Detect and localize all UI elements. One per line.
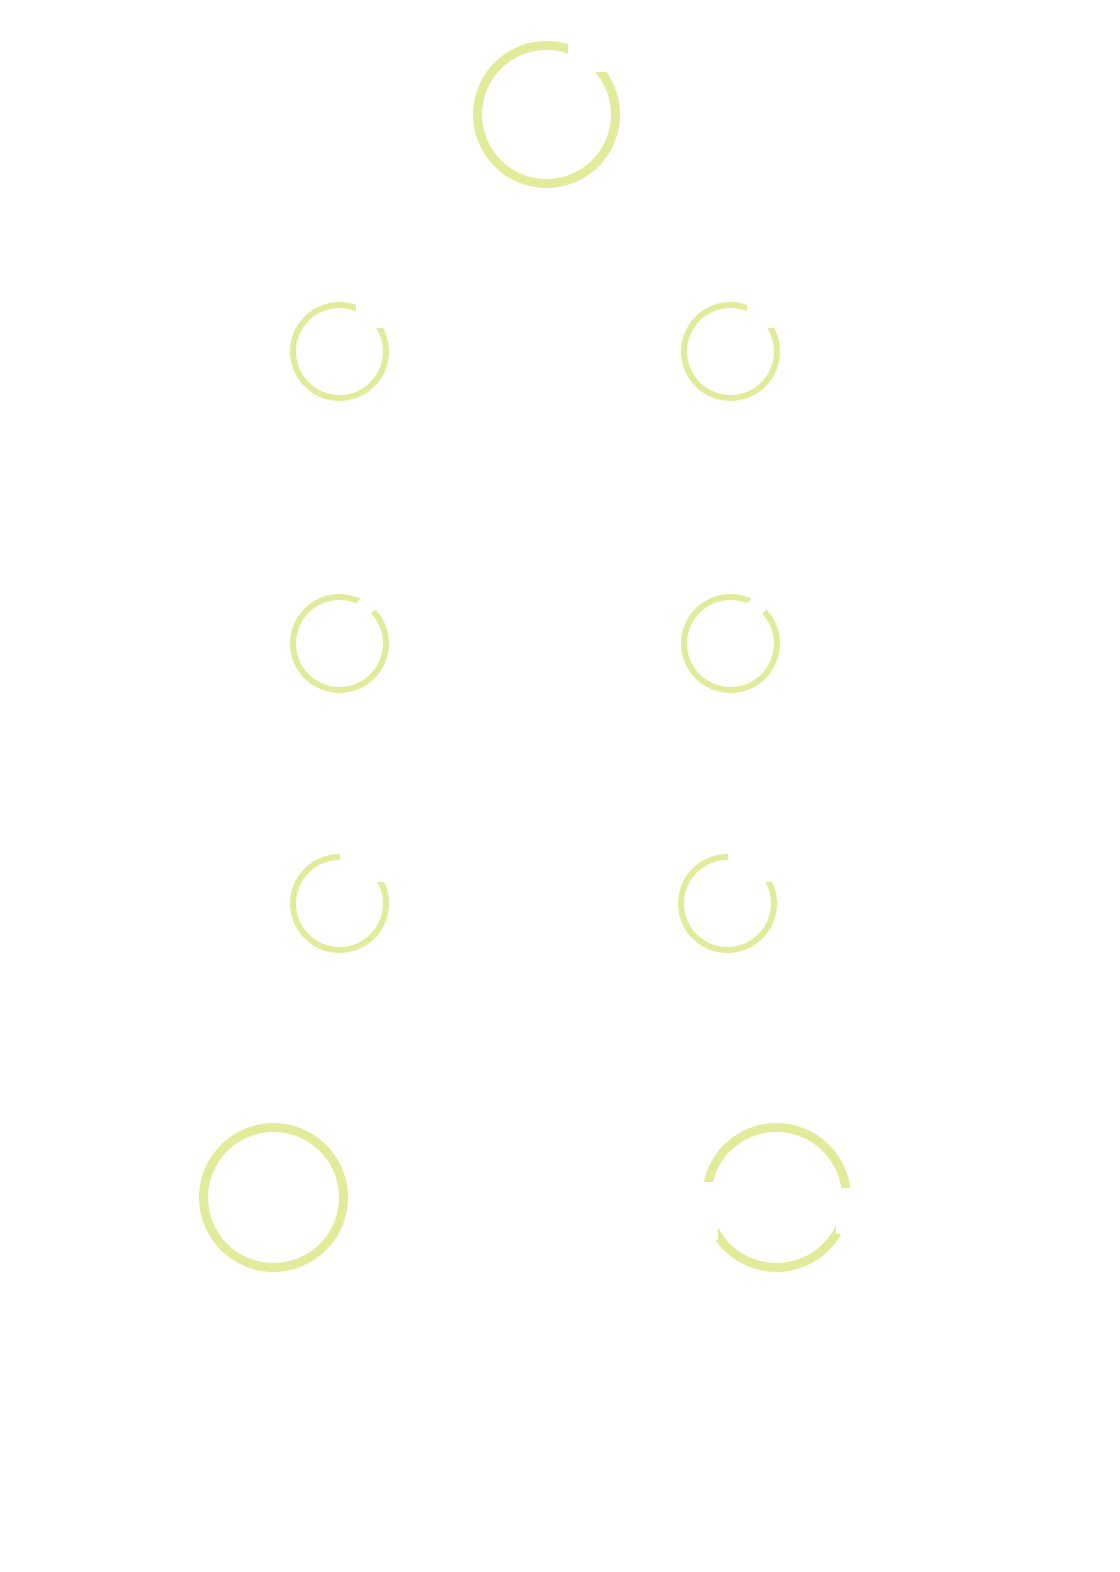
ring-right-1 <box>681 302 780 401</box>
ring-gap <box>836 1188 856 1234</box>
ring-gap <box>747 300 777 328</box>
ring-gap <box>356 300 386 328</box>
ring-gap <box>568 40 608 72</box>
ring-gap <box>340 852 388 882</box>
ring-right-2 <box>681 594 780 693</box>
ring-gap <box>696 1182 718 1240</box>
ring-bottom-right <box>702 1123 851 1272</box>
ring-left-3 <box>290 854 389 953</box>
ring-gap <box>728 852 776 882</box>
ring-left-1 <box>290 302 389 401</box>
ring-left-2 <box>290 594 389 693</box>
ring-right-3 <box>678 854 777 953</box>
ring-bottom-left <box>199 1123 348 1272</box>
ring-top <box>473 41 620 188</box>
